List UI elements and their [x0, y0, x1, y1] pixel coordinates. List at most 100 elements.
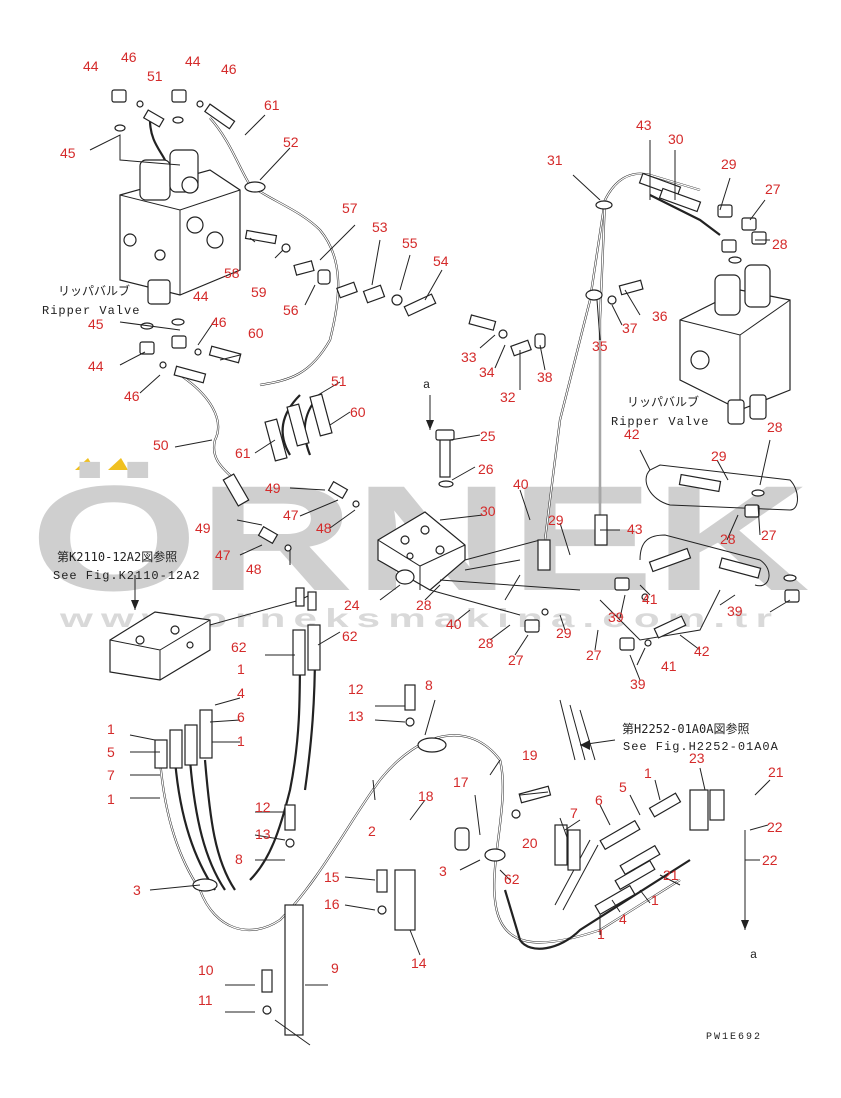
callout-53: 53 — [372, 219, 388, 235]
callout-49: 49 — [265, 480, 281, 496]
callout-29: 29 — [548, 512, 564, 528]
ripper-valve-right — [679, 231, 791, 425]
lower-hose-bundle — [154, 624, 749, 1046]
callout-29: 29 — [556, 625, 572, 641]
callout-61: 61 — [235, 445, 251, 461]
callout-12: 12 — [348, 681, 364, 697]
callout-29: 29 — [721, 156, 737, 172]
callout-17: 17 — [453, 774, 469, 790]
callout-21: 21 — [663, 867, 679, 883]
callout-49: 49 — [195, 520, 211, 536]
drawing-code: PW1E692 — [706, 1032, 762, 1043]
callout-1: 1 — [107, 791, 115, 807]
watermark-accent-right — [108, 458, 128, 470]
callout-54: 54 — [433, 253, 449, 269]
callout-40: 40 — [513, 476, 529, 492]
ripper-valve-en-right: Ripper Valve — [611, 415, 709, 429]
callout-29: 39 — [727, 603, 743, 619]
callout-44: 44 — [88, 358, 104, 374]
callout-33: 33 — [461, 349, 477, 365]
callout-12: 12 — [255, 799, 271, 815]
callout-47: 47 — [215, 547, 231, 563]
callout-6: 6 — [595, 792, 603, 808]
callout-52: 52 — [283, 134, 299, 150]
callout-51: 51 — [147, 68, 163, 84]
callout-28: 28 — [416, 597, 432, 613]
callout-1: 1 — [651, 892, 659, 908]
callout-28: 28 — [767, 419, 783, 435]
callout-39: 39 — [630, 676, 646, 692]
callout-62: 62 — [504, 871, 520, 887]
callout-56: 56 — [283, 302, 299, 318]
ripper-valve-jp-left: リッパバルブ — [58, 283, 130, 298]
callout-40: 40 — [446, 616, 462, 632]
ref-h2252-en: See Fig.H2252-01A0A — [623, 740, 779, 754]
callout-45: 45 — [60, 145, 76, 161]
callout-27: 27 — [765, 181, 781, 197]
ref-k2110-arrow-head — [131, 600, 139, 610]
callout-28: 28 — [720, 531, 736, 547]
callout-57: 57 — [342, 200, 358, 216]
junction-block-left — [109, 575, 317, 681]
callout-27: 27 — [508, 652, 524, 668]
callout-24: 24 — [344, 597, 360, 613]
callout-43: 43 — [627, 521, 643, 537]
callout-22: 22 — [762, 852, 778, 868]
callout-34: 34 — [479, 364, 495, 380]
callout-4: 4 — [237, 685, 245, 701]
callout-60: 60 — [248, 325, 264, 341]
callout-3: 3 — [133, 882, 141, 898]
arrow-a-top-head — [426, 420, 434, 430]
callout-30: 30 — [668, 131, 684, 147]
callout-1: 1 — [644, 765, 652, 781]
callout-61: 61 — [264, 97, 280, 113]
callout-numbers: 44 46 51 44 46 61 45 52 57 53 55 54 58 5… — [60, 49, 788, 1008]
callout-48: 48 — [316, 520, 332, 536]
callout-18: 18 — [418, 788, 434, 804]
callout-7: 7 — [107, 767, 115, 783]
callout-46: 46 — [121, 49, 137, 65]
ref-h2252-arrow-head — [580, 740, 590, 750]
callout-46: 46 — [221, 61, 237, 77]
callout-8: 8 — [235, 851, 243, 867]
callout-62: 62 — [231, 639, 247, 655]
callout-48: 48 — [246, 561, 262, 577]
callout-58: 58 — [224, 265, 240, 281]
ripper-valve-jp-right: リッパバルブ — [627, 394, 699, 409]
callout-21: 21 — [768, 764, 784, 780]
callout-32: 32 — [500, 389, 516, 405]
callout-27: 27 — [586, 647, 602, 663]
callout-60: 60 — [350, 404, 366, 420]
callout-8: 8 — [425, 677, 433, 693]
arrow-a-top-label: a — [423, 378, 431, 392]
callout-44: 44 — [193, 288, 209, 304]
callout-7: 7 — [570, 805, 578, 821]
callout-13: 13 — [255, 826, 271, 842]
callout-41: 41 — [642, 591, 658, 607]
callout-45: 45 — [88, 316, 104, 332]
callout-47: 47 — [283, 507, 299, 523]
callout-1: 1 — [237, 661, 245, 677]
ripper-valve-en-left: Ripper Valve — [42, 304, 140, 318]
callout-13: 13 — [348, 708, 364, 724]
callout-46: 46 — [124, 388, 140, 404]
right-lower-hoses — [524, 464, 800, 651]
callout-37: 37 — [622, 320, 638, 336]
callout-31: 31 — [547, 152, 563, 168]
callout-55: 55 — [402, 235, 418, 251]
callout-16: 16 — [324, 896, 340, 912]
callout-38: 38 — [537, 369, 553, 385]
callout-14: 14 — [411, 955, 427, 971]
callout-39: 39 — [608, 609, 624, 625]
callout-22: 22 — [767, 819, 783, 835]
manifold-block — [377, 395, 581, 616]
ref-k2110-en: See Fig.K2110-12A2 — [53, 569, 201, 583]
callout-6: 6 — [237, 709, 245, 725]
callout-28: 28 — [772, 236, 788, 252]
callout-62: 62 — [342, 628, 358, 644]
callout-29: 29 — [711, 448, 727, 464]
callout-42: 42 — [694, 643, 710, 659]
callout-50: 50 — [153, 437, 169, 453]
